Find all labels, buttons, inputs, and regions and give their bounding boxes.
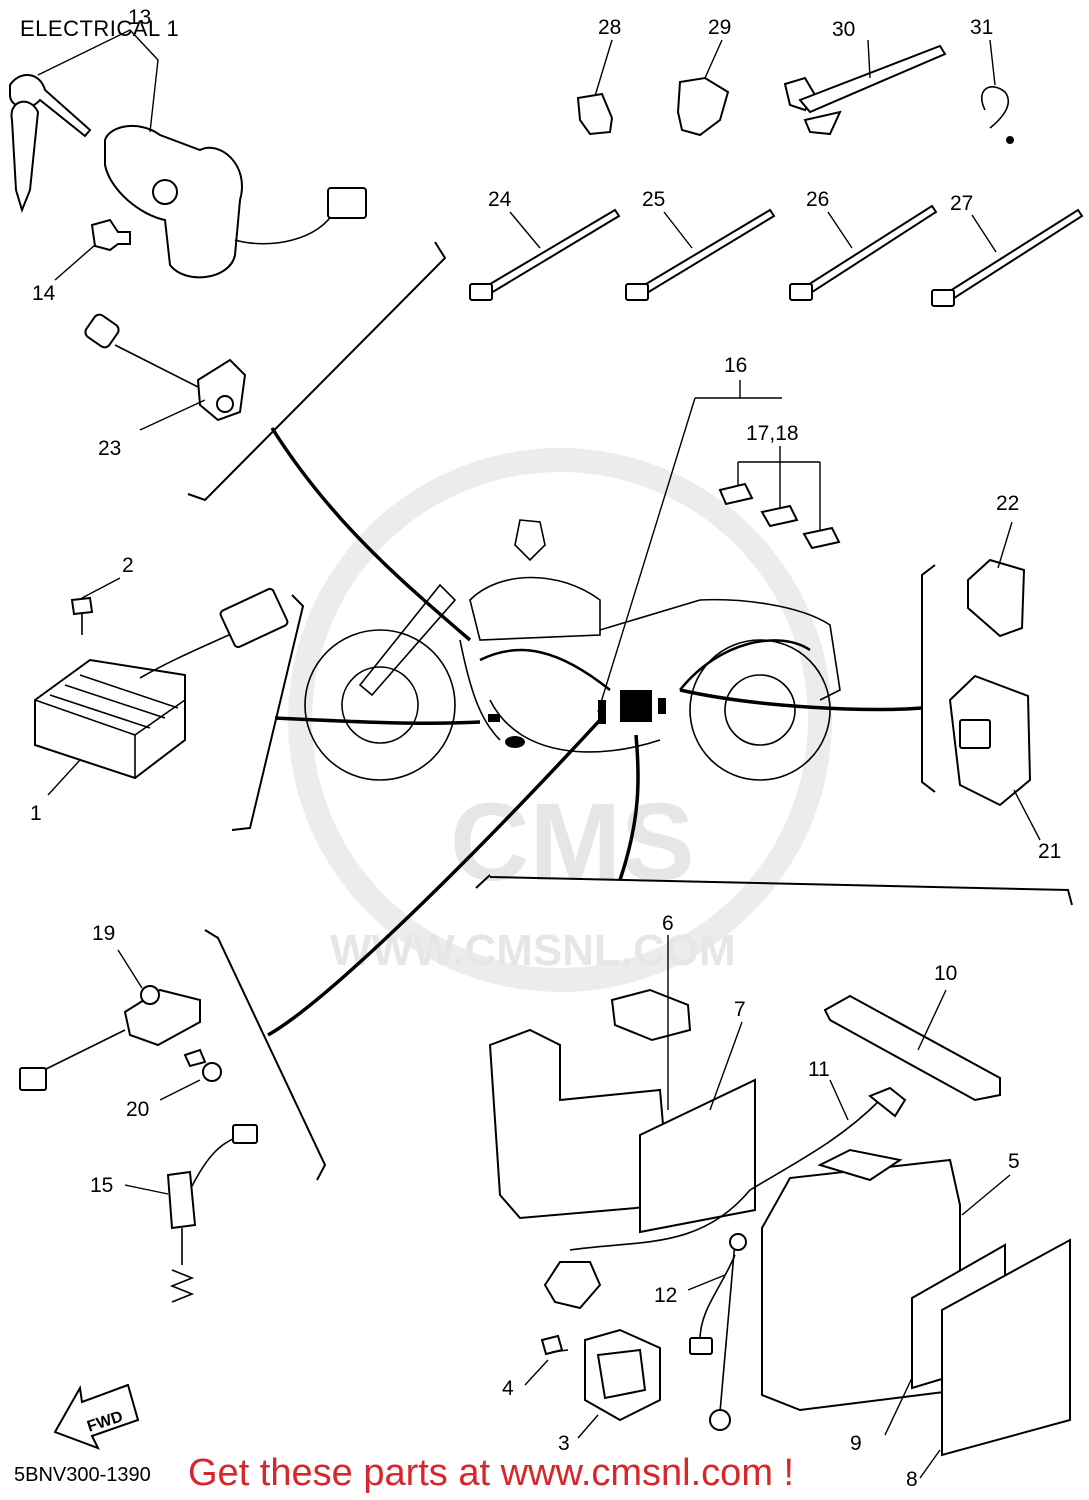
callout-14: 14 [32, 282, 56, 305]
switches-left [19, 949, 258, 1303]
callout-8: 8 [906, 1468, 918, 1491]
motorcycle-outline [304, 519, 841, 781]
group-brackets [187, 241, 1073, 1181]
fuse-set [597, 380, 841, 713]
callout-19: 19 [92, 922, 115, 945]
callout-24: 24 [488, 188, 512, 211]
callout-23: 23 [98, 437, 121, 460]
parts-banner-link[interactable]: Get these parts at www.cmsnl.com ! [188, 1452, 795, 1494]
callout-6: 6 [662, 912, 674, 935]
watermark-logo: CMS [450, 781, 694, 904]
diagram-title: ELECTRICAL 1 [20, 16, 180, 41]
callout-10: 10 [934, 962, 957, 985]
cable-ties [469, 204, 1084, 307]
relay-units [948, 521, 1041, 841]
callout-12: 12 [654, 1284, 677, 1307]
callout-17-18: 17,18 [746, 422, 799, 445]
harness-leader-wires [267, 427, 923, 1037]
callout-30: 30 [832, 18, 855, 41]
callout-9: 9 [850, 1432, 862, 1455]
callout-29: 29 [708, 16, 731, 39]
ignition-switch-assembly [9, 29, 367, 281]
callout-26: 26 [806, 188, 829, 211]
battery-area [488, 935, 1071, 1479]
callout-3: 3 [558, 1432, 570, 1455]
callout-13: 13 [128, 6, 151, 29]
callout-27: 27 [950, 192, 973, 215]
rectifier-regulator [34, 577, 289, 796]
callout-5: 5 [1008, 1150, 1020, 1173]
callout-28: 28 [598, 16, 621, 39]
callout-31: 31 [970, 16, 993, 39]
callout-11: 11 [808, 1058, 830, 1081]
callout-25: 25 [642, 188, 665, 211]
callout-16: 16 [724, 354, 747, 377]
clips-and-clamps [576, 39, 1014, 144]
cms-watermark: CMS WWW.CMSNL.COM [288, 448, 832, 992]
part-code: 5BNV300-1390 [14, 1464, 151, 1486]
sensor-23 [84, 313, 247, 431]
fwd-arrow: FWD [53, 1383, 140, 1450]
callout-7: 7 [734, 998, 746, 1021]
callout-21: 21 [1038, 840, 1061, 863]
callout-2: 2 [122, 554, 134, 577]
callout-22: 22 [996, 492, 1019, 515]
callout-20: 20 [126, 1098, 149, 1121]
callout-numbers: 13 14 23 2 1 28 29 30 31 24 25 26 27 16 … [30, 6, 1061, 1491]
callout-4: 4 [502, 1377, 514, 1400]
callout-15: 15 [90, 1174, 113, 1197]
callout-1: 1 [30, 802, 42, 825]
